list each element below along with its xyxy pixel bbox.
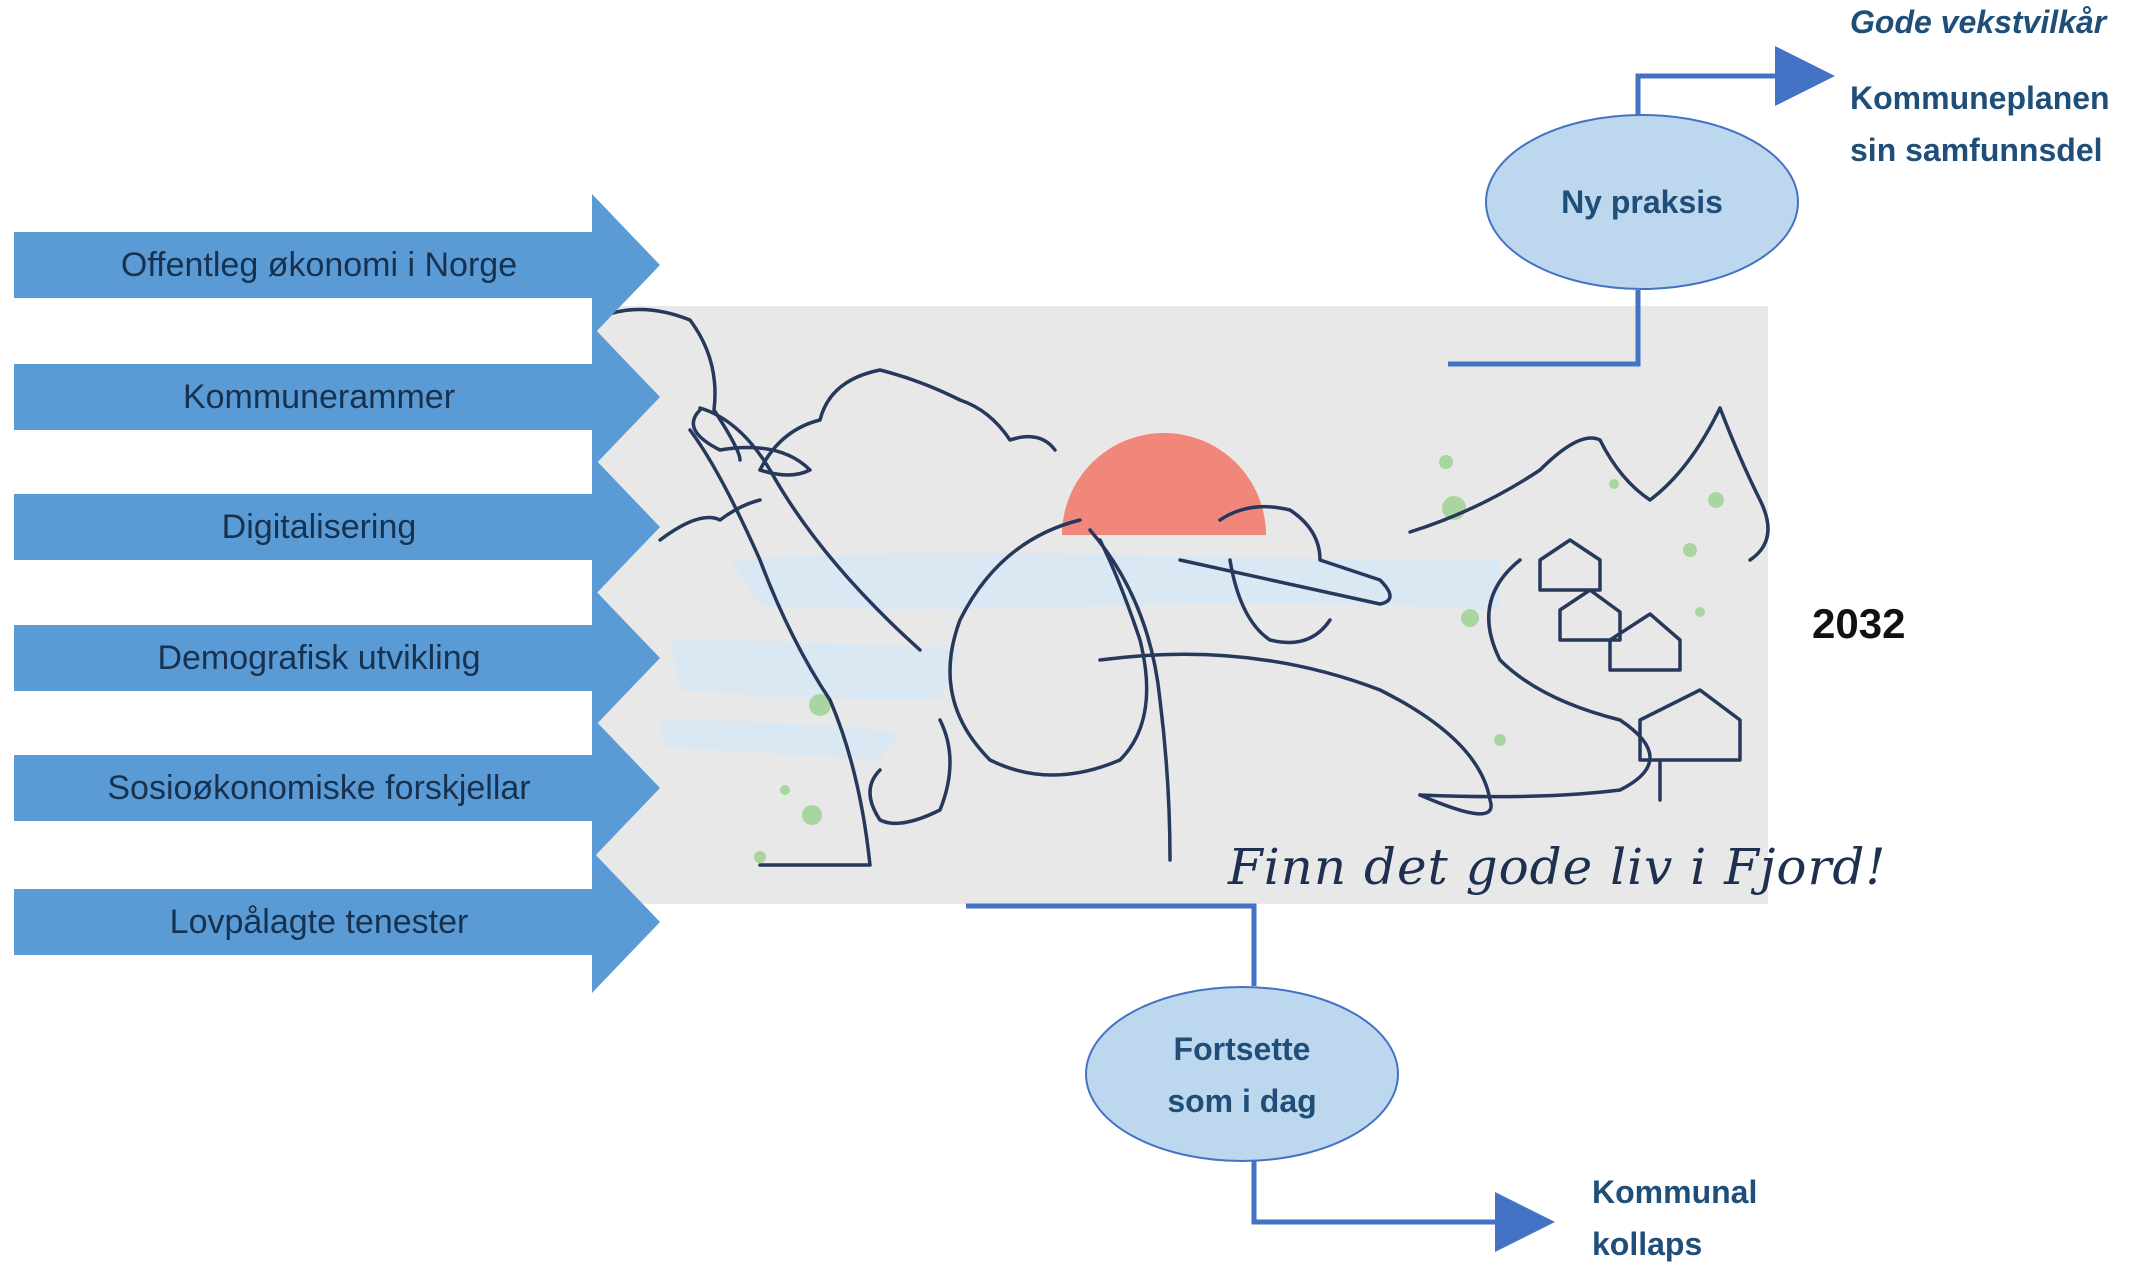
force-label: Kommunerammer <box>182 377 456 416</box>
body-outline <box>688 428 872 867</box>
force-arrow <box>14 717 660 859</box>
outcome-line: sin samfunnsdel <box>1850 132 2103 168</box>
force-label: Offentleg økonomi i Norge <box>120 245 518 284</box>
force-label: Sosioøkonomiske forskjellar <box>107 768 531 807</box>
scenario-bubble-new-practice <box>1485 114 1799 290</box>
force-arrow <box>14 851 660 993</box>
line-drawing <box>596 307 1770 867</box>
illustration <box>596 306 1770 904</box>
force-arrow <box>14 194 660 336</box>
outcome-line: Kommunal <box>1592 1174 1758 1210</box>
scenario-label-line: Fortsette <box>1173 1031 1311 1067</box>
road <box>1418 558 1652 799</box>
scenario-bubble-continue <box>1085 986 1399 1162</box>
houses <box>1538 538 1682 672</box>
sun <box>1062 433 1266 535</box>
woman-head <box>948 518 1149 777</box>
connectors <box>966 46 1835 1252</box>
arm <box>698 406 922 652</box>
hat <box>1178 504 1392 606</box>
outcome-line: Kommuneplanen <box>1850 80 2110 116</box>
scenario-label-line: som i dag <box>1167 1083 1317 1119</box>
force-label: Digitalisering <box>221 507 417 546</box>
outcome-line: kollaps <box>1592 1226 1703 1262</box>
scenario-label-continue: Fortsette som i dag <box>1086 1020 1398 1130</box>
hair-curl <box>868 718 952 826</box>
outcome-municipal-plan: Kommuneplanen sin samfunnsdel <box>1850 72 2110 176</box>
hair <box>1088 528 1172 862</box>
mountains <box>1408 406 1770 562</box>
connector-line <box>1448 290 1641 367</box>
connector-arrow-down <box>1251 1160 1555 1252</box>
force-arrows <box>14 194 660 993</box>
water-streak <box>730 552 1500 610</box>
force-arrow <box>14 587 660 729</box>
green-dots <box>754 455 1724 863</box>
outcome-municipal-collapse: Kommunal kollaps <box>1592 1166 1757 1270</box>
water-streak <box>670 640 960 700</box>
house-lower <box>1638 688 1742 802</box>
scenario-label-text: Ny praksis <box>1561 184 1723 220</box>
small-cloud <box>658 498 762 542</box>
force-label: Lovpålagte tenester <box>169 902 469 941</box>
man-face <box>1228 558 1332 645</box>
man-shoulder <box>1098 652 1493 816</box>
target-year: 2032 <box>1812 600 1906 647</box>
connector-line <box>966 903 1257 986</box>
raised-arm <box>596 307 742 462</box>
scenario-label-new-practice: Ny praksis <box>1486 130 1798 274</box>
outcome-good-growth: Gode vekstvilkår <box>1850 4 2107 40</box>
cloud <box>758 368 1057 472</box>
force-arrow <box>14 456 660 598</box>
illustration-caption: Finn det gode liv i Fjord! <box>1228 838 1887 896</box>
force-arrow <box>14 326 660 468</box>
force-label: Demografisk utvikling <box>157 638 481 677</box>
connector-arrow-up <box>1635 46 1835 116</box>
